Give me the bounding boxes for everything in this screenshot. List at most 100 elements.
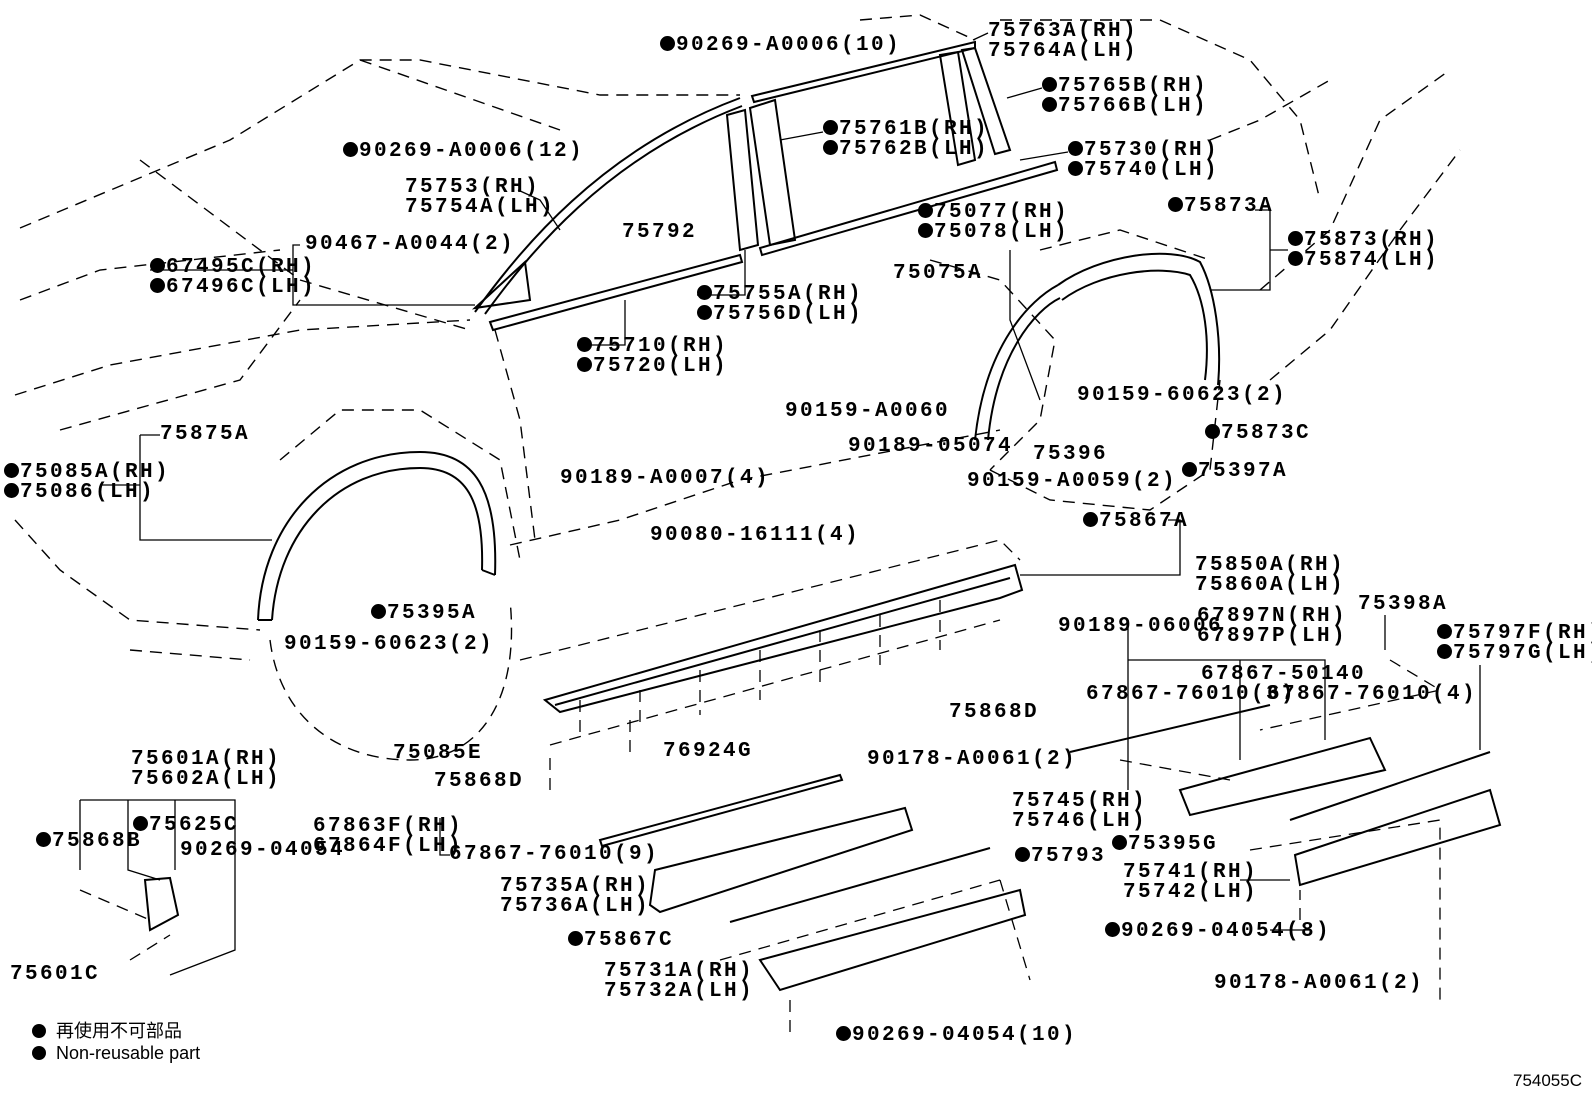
non-reusable-dot-icon — [697, 285, 712, 300]
part-number: 75764A(LH) — [988, 40, 1139, 63]
part-number-line: 75867A — [1083, 511, 1189, 532]
part-number: 75766B(LH) — [1058, 95, 1209, 118]
part-callout: 90080-16111(4) — [650, 524, 861, 547]
part-callout: 75397A — [1182, 461, 1288, 482]
part-number-line: 75077(RH) — [918, 202, 1069, 223]
part-callout: 90189-A0007(4) — [560, 468, 770, 489]
part-number-line: 90269-A0006(12) — [343, 141, 584, 162]
part-number: 75746(LH) — [1012, 810, 1148, 833]
non-reusable-dot-icon — [1437, 644, 1452, 659]
part-number: 90159-A0059(2) — [967, 470, 1178, 493]
part-callout: 75868D — [434, 771, 524, 792]
non-reusable-dot-icon — [1068, 141, 1083, 156]
part-number-line: 90159-A0060 — [785, 401, 950, 422]
non-reusable-dot-icon — [1288, 231, 1303, 246]
part-callout: 67867-76010(3) — [1086, 683, 1297, 706]
part-number-line: 90159-A0059(2) — [967, 470, 1178, 493]
non-reusable-dot-icon — [568, 931, 583, 946]
part-number: 75868B — [52, 830, 143, 853]
part-callout: 90178-A0061(2) — [1214, 973, 1424, 994]
part-number-line: 75736A(LH) — [500, 895, 651, 918]
part-callout: 75873A — [1168, 195, 1275, 218]
part-callout: 75398A — [1358, 593, 1449, 616]
part-number-line: 90159-60623(2) — [284, 634, 494, 655]
part-number: 75710(RH) — [593, 335, 729, 358]
part-number: 67867-76010(3) — [1086, 683, 1297, 706]
part-number: 90080-16111(4) — [650, 524, 861, 547]
non-reusable-dot-icon — [150, 258, 165, 273]
part-number-line: 75873C — [1205, 422, 1312, 445]
part-number-line: 75867C — [568, 930, 674, 951]
part-number: 75755A(RH) — [713, 283, 864, 306]
part-number-line: 75601C — [10, 963, 101, 986]
part-callout: 75735A(RH)75736A(LH) — [500, 876, 651, 918]
part-number: 75761B(RH) — [839, 118, 990, 141]
part-number: 75754A(LH) — [405, 196, 556, 219]
part-number: 67863F(RH) — [313, 815, 464, 838]
part-number-line: 75742(LH) — [1123, 882, 1258, 903]
part-number: 75873C — [1221, 422, 1312, 445]
part-callout: 75601A(RH)75602A(LH) — [131, 749, 281, 790]
part-number-line: 67897N(RH) — [1197, 606, 1347, 627]
part-number: 75395G — [1128, 833, 1219, 856]
non-reusable-dot-icon — [1168, 197, 1183, 212]
part-number: 75741(RH) — [1123, 861, 1259, 884]
non-reusable-dot-icon — [4, 463, 19, 478]
non-reusable-dot-icon — [36, 832, 51, 847]
part-number: 75601C — [10, 963, 101, 986]
part-callout: 75868B — [36, 830, 143, 853]
part-number-line: 75625C — [133, 815, 239, 836]
part-number: 75793 — [1031, 845, 1107, 868]
part-number: 75396 — [1033, 443, 1109, 466]
part-callout: 90269-A0006(12) — [343, 141, 584, 162]
non-reusable-dot-icon — [343, 142, 358, 157]
part-number-line: 75762B(LH) — [823, 139, 989, 160]
part-number-line: 75746(LH) — [1012, 810, 1148, 833]
part-callout: 67867-50140 — [1201, 664, 1366, 685]
part-number: 90269-04054(10) — [852, 1024, 1078, 1047]
part-callout: 90159-60623(2) — [1077, 385, 1287, 406]
part-number: 75873A — [1184, 195, 1275, 218]
part-number: 75398A — [1358, 593, 1449, 616]
part-number-line: 75753(RH) — [405, 177, 555, 198]
part-number-line: 90178-A0061(2) — [1214, 973, 1424, 994]
part-number-line: 67867-50140 — [1201, 664, 1366, 685]
non-reusable-dot-icon — [1105, 922, 1120, 937]
part-number-line: 67496C(LH) — [150, 276, 317, 299]
body-outline — [14, 14, 1461, 761]
part-number: 75873(RH) — [1304, 229, 1440, 252]
part-number-line: 75755A(RH) — [697, 283, 864, 306]
part-number: 67496C(LH) — [166, 276, 317, 299]
part-callout: 90159-A0059(2) — [967, 470, 1178, 493]
part-callout: 75710(RH)75720(LH) — [577, 335, 729, 377]
part-callout: 90159-60623(2) — [284, 634, 494, 655]
part-number-line: 75792 — [622, 222, 697, 243]
illustration-code: 754055C — [1512, 1071, 1582, 1090]
rocker-moulding-dashed — [519, 539, 1021, 790]
part-callout: 90178-A0061(2) — [867, 749, 1077, 770]
window-mouldings — [471, 40, 1059, 332]
part-number-line: 75078(LH) — [918, 222, 1069, 243]
part-number: 75730(RH) — [1084, 139, 1220, 162]
part-number: 75763A(RH) — [988, 20, 1139, 43]
part-number: 75736A(LH) — [500, 895, 651, 918]
part-number: 67864F(LH) — [313, 835, 464, 858]
part-number-line: 75873(RH) — [1288, 229, 1440, 252]
part-callout: 90189-06006 — [1058, 616, 1223, 637]
part-number-line: 76924G — [663, 741, 753, 762]
non-reusable-dot-icon — [577, 357, 592, 372]
legend-english: Non-reusable part — [32, 1043, 200, 1064]
part-callout: 90269-04054(8) — [1105, 920, 1332, 943]
part-number-line: 75601A(RH) — [131, 749, 281, 770]
part-number-line: 67867-76010(3) — [1086, 683, 1297, 706]
part-number: 90269-04054(8) — [1121, 920, 1332, 943]
part-number-line: 75754A(LH) — [405, 196, 556, 219]
part-callout: 90269-A0006(10) — [660, 35, 901, 56]
part-number-line: 90178-A0061(2) — [867, 749, 1077, 770]
non-reusable-dot-icon — [1068, 161, 1083, 176]
part-callout: 75077(RH)75078(LH) — [918, 202, 1069, 243]
part-number-line: 75868B — [36, 830, 143, 853]
non-reusable-dot-icon — [1437, 624, 1452, 639]
